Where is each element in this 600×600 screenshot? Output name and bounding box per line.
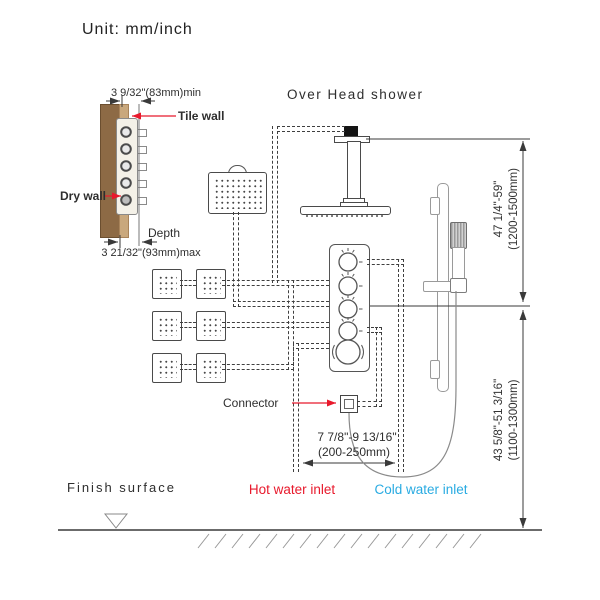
jet-nozzles bbox=[157, 274, 177, 294]
connector-box-inner bbox=[344, 399, 354, 409]
valve-stem bbox=[137, 129, 147, 137]
pipe-wall-shower bbox=[233, 212, 239, 307]
valve-stem bbox=[137, 197, 147, 205]
dry-wall-label: Dry wall bbox=[60, 189, 107, 203]
valve-side-view bbox=[116, 118, 138, 215]
pipe-overhead-riser bbox=[272, 126, 278, 283]
shower-nozzles bbox=[213, 177, 262, 209]
pipe-jet-pair2 bbox=[180, 322, 196, 328]
wall-depth-max-dim: 3 21/32"(93mm)max bbox=[101, 247, 201, 259]
valve-panel bbox=[329, 244, 370, 372]
surface-level-marker bbox=[103, 513, 129, 529]
inlet-spacing-dim-line2: (200-250mm) bbox=[317, 445, 391, 459]
cold-water-inlet-label: Cold water inlet bbox=[374, 482, 468, 497]
pipe-jet-pair1 bbox=[180, 280, 196, 286]
pipe-hot-inlet bbox=[293, 343, 299, 472]
rain-shower-head bbox=[300, 206, 391, 215]
pipe-connector-stub bbox=[357, 401, 382, 407]
body-jet bbox=[196, 269, 226, 299]
unit-label: Unit: mm/inch bbox=[82, 21, 193, 38]
pipe-jet-row1 bbox=[222, 280, 329, 286]
slide-bar-bracket-bottom bbox=[430, 360, 440, 379]
jet-nozzles bbox=[201, 316, 221, 336]
ground-hatching bbox=[197, 533, 482, 549]
pipe-wall-shower-branch bbox=[233, 301, 329, 307]
depth-label: Depth bbox=[148, 226, 181, 240]
slide-bar-bracket-top bbox=[430, 197, 440, 215]
overhead-shower-label: Over Head shower bbox=[287, 87, 424, 102]
holder-clamp bbox=[450, 278, 467, 293]
jet-nozzles bbox=[157, 358, 177, 378]
valve-stem bbox=[137, 180, 147, 188]
pipe-jet-row3 bbox=[222, 364, 294, 370]
jet-nozzles bbox=[157, 316, 177, 336]
finish-surface-label: Finish surface bbox=[67, 480, 176, 495]
wall-shower-head bbox=[208, 172, 267, 214]
upper-height-dim: 47 1/4"-59" (1200-1500mm) bbox=[492, 168, 522, 250]
lower-height-dim: 43 5/8"-51 3/16" (1100-1300mm) bbox=[492, 379, 522, 461]
ceiling-supply-elbow bbox=[344, 126, 358, 137]
valve-stem bbox=[137, 163, 147, 171]
pipe-jet-trunk bbox=[288, 280, 294, 370]
jet-nozzles bbox=[201, 274, 221, 294]
hot-water-inlet-label: Hot water inlet bbox=[248, 482, 336, 497]
connector-label: Connector bbox=[223, 396, 279, 410]
wall-depth-min-dim: 3 9/32"(83mm)min bbox=[110, 87, 202, 99]
body-jet bbox=[152, 269, 182, 299]
pipe-cold-inlet bbox=[398, 259, 404, 472]
upper-height-dim-line1: 47 1/4"-59" bbox=[493, 180, 506, 238]
body-jet bbox=[196, 353, 226, 383]
body-jet bbox=[152, 353, 182, 383]
lower-height-dim-line2: (1100-1300mm) bbox=[508, 379, 520, 461]
shower-arm bbox=[347, 141, 361, 200]
pipe-hot-branch bbox=[296, 343, 329, 349]
pipe-overhead-horizontal bbox=[277, 126, 345, 132]
upper-height-dim-line2: (1200-1500mm) bbox=[508, 168, 520, 250]
valve-stem bbox=[137, 146, 147, 154]
jet-nozzles bbox=[201, 358, 221, 378]
inlet-spacing-dim-line1: 7 7/8"-9 13/16" bbox=[317, 430, 397, 444]
body-jet bbox=[152, 311, 182, 341]
pipe-jet-row2 bbox=[222, 322, 329, 328]
pipe-connector-drop bbox=[376, 327, 382, 407]
tile-wall-label: Tile wall bbox=[178, 109, 225, 123]
pipe-jet-pair3 bbox=[180, 364, 196, 370]
pipe-cold-branch bbox=[367, 259, 404, 265]
body-jet bbox=[196, 311, 226, 341]
hand-shower-head bbox=[450, 222, 467, 249]
lower-height-dim-line1: 43 5/8"-51 3/16" bbox=[493, 378, 506, 462]
